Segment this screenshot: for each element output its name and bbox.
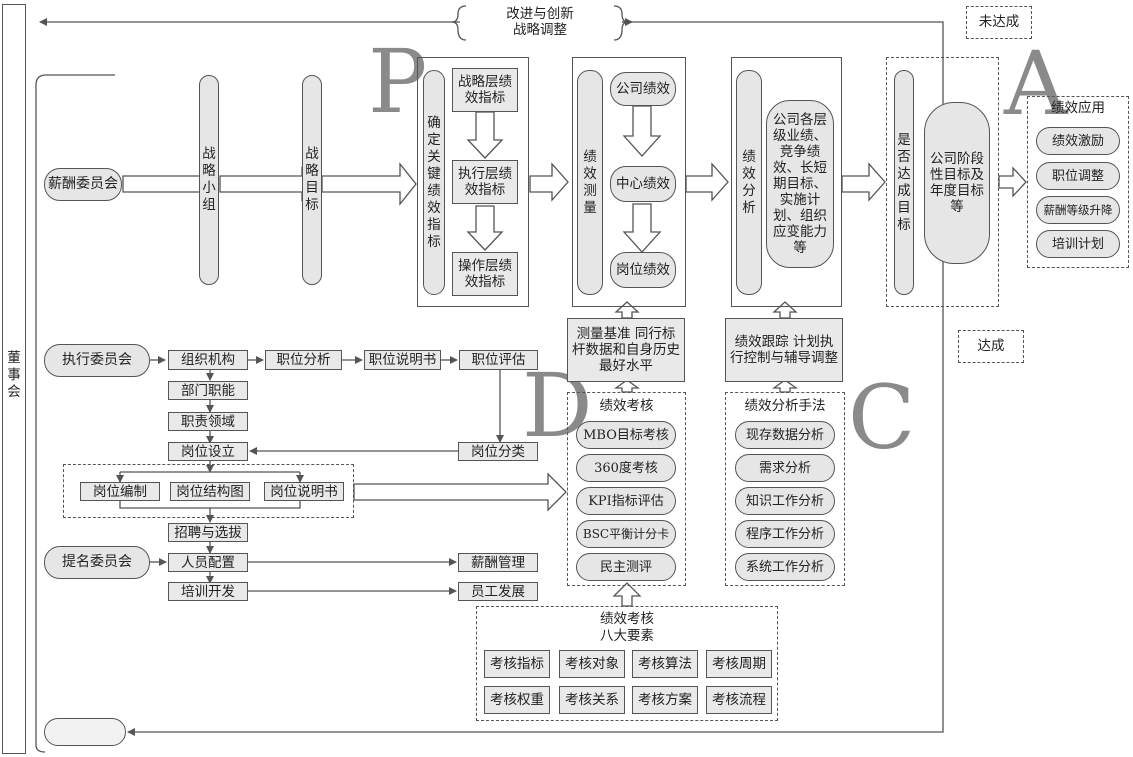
method-process-work[interactable]: 程序工作分析 bbox=[735, 520, 835, 548]
brace-left bbox=[451, 5, 467, 41]
measure-down-arrow-1 bbox=[622, 105, 662, 157]
kpi-operation[interactable]: 操作层绩效指标 bbox=[452, 252, 518, 296]
elements-title: 绩效考核八大要素 bbox=[600, 611, 654, 644]
job-analysis[interactable]: 职位分析 bbox=[265, 350, 342, 370]
duty-area[interactable]: 职责领域 bbox=[168, 412, 248, 431]
assess-bsc[interactable]: BSC平衡计分卡 bbox=[576, 520, 676, 548]
strategy-group[interactable]: 战略小组 bbox=[199, 75, 219, 285]
application-title: 绩效应用 bbox=[1051, 100, 1105, 116]
element-algorithm[interactable]: 考核算法 bbox=[632, 650, 698, 678]
board-label: 董事会 bbox=[7, 349, 21, 400]
compensation-committee[interactable]: 薪酬委员会 bbox=[44, 168, 122, 201]
strategy-goal[interactable]: 战略目标 bbox=[302, 75, 322, 285]
dept-function[interactable]: 部门职能 bbox=[168, 381, 248, 400]
apply-job-adjust[interactable]: 职位调整 bbox=[1036, 162, 1120, 190]
arrow-goal-to-apply bbox=[998, 166, 1027, 198]
assess-up-arrow bbox=[614, 379, 640, 393]
post-chart[interactable]: 岗位结构图 bbox=[170, 482, 250, 501]
kpi-box bbox=[417, 57, 529, 307]
bottom-blank-pill bbox=[44, 718, 126, 746]
not-achieved-box: 未达成 bbox=[966, 6, 1032, 39]
benchmark-box[interactable]: 测量基准 同行标杆数据和自身历史最好水平 bbox=[567, 318, 685, 382]
nomination-committee[interactable]: 提名委员会 bbox=[44, 546, 150, 579]
element-indicator[interactable]: 考核指标 bbox=[484, 650, 550, 678]
arrow-measure-to-analysis bbox=[685, 162, 729, 202]
salary-management[interactable]: 薪酬管理 bbox=[458, 553, 538, 572]
executive-committee[interactable]: 执行委员会 bbox=[44, 344, 150, 377]
method-system-work[interactable]: 系统工作分析 bbox=[735, 553, 835, 581]
assess-kpi[interactable]: KPI指标评估 bbox=[576, 487, 676, 515]
arrow-goal-to-kpi bbox=[321, 162, 417, 206]
analysis-box bbox=[731, 57, 842, 307]
post-classification[interactable]: 岗位分类 bbox=[458, 442, 538, 461]
element-process[interactable]: 考核流程 bbox=[706, 686, 772, 714]
assess-360[interactable]: 360度考核 bbox=[576, 454, 676, 482]
elements-box bbox=[476, 606, 778, 721]
brace-right bbox=[613, 5, 629, 41]
post-description[interactable]: 岗位说明书 bbox=[264, 482, 344, 501]
post-setting[interactable]: 岗位设立 bbox=[168, 442, 248, 461]
recruitment[interactable]: 招聘与选拔 bbox=[168, 523, 248, 542]
apply-incentive[interactable]: 绩效激励 bbox=[1036, 127, 1120, 155]
measure-title: 绩效测量 bbox=[577, 70, 603, 295]
apply-training[interactable]: 培训计划 bbox=[1036, 230, 1120, 258]
goal-check-title: 是否达成目标 bbox=[894, 70, 914, 295]
measure-down-arrow-2 bbox=[622, 203, 662, 253]
element-cycle[interactable]: 考核周期 bbox=[706, 650, 772, 678]
kpi-strategic[interactable]: 战略层绩效指标 bbox=[452, 68, 518, 112]
assess-mbo[interactable]: MBO目标考核 bbox=[576, 421, 676, 449]
analysis-methods-box bbox=[725, 392, 845, 586]
achieved-box: 达成 bbox=[958, 330, 1024, 363]
employee-development[interactable]: 员工发展 bbox=[458, 582, 538, 601]
analysis-methods-title: 绩效分析手法 bbox=[744, 398, 826, 414]
measure-box bbox=[572, 57, 686, 307]
analysis-content[interactable]: 公司各层级业绩、竞争绩效、长短期目标、实施计划、组织应变能力等 bbox=[766, 100, 834, 268]
method-up-arrow bbox=[772, 379, 798, 393]
analysis-title: 绩效分析 bbox=[736, 70, 762, 295]
post-group-box bbox=[63, 464, 354, 518]
feedback-label: 改进与创新战略调整 bbox=[506, 6, 574, 38]
board-bracket bbox=[35, 74, 115, 753]
job-description[interactable]: 职位说明书 bbox=[364, 350, 441, 370]
assessment-title: 绩效考核 bbox=[599, 398, 654, 414]
org-structure[interactable]: 组织机构 bbox=[168, 350, 248, 370]
job-evaluation[interactable]: 职位评估 bbox=[459, 350, 538, 370]
arrow-kpi-to-measure bbox=[529, 162, 569, 202]
goal-check-box bbox=[886, 57, 999, 307]
benchmark-up-arrow bbox=[614, 301, 640, 319]
kpi-execution[interactable]: 执行层绩效指标 bbox=[452, 160, 518, 204]
pdca-c: C bbox=[848, 366, 916, 469]
post-staffing[interactable]: 岗位编制 bbox=[80, 482, 160, 501]
goal-check-content[interactable]: 公司阶段性目标及年度目标等 bbox=[924, 102, 990, 264]
assess-democratic[interactable]: 民主测评 bbox=[576, 553, 676, 581]
element-object[interactable]: 考核对象 bbox=[559, 650, 625, 678]
method-knowledge-work[interactable]: 知识工作分析 bbox=[735, 487, 835, 515]
tracking-up-arrow bbox=[772, 301, 798, 319]
element-weight[interactable]: 考核权重 bbox=[484, 686, 550, 714]
bottom-return-arrow bbox=[127, 307, 944, 736]
post-performance[interactable]: 岗位绩效 bbox=[610, 252, 676, 288]
apply-salary-grade[interactable]: 薪酬等级升降 bbox=[1036, 196, 1120, 224]
kpi-down-arrow-1 bbox=[466, 111, 504, 159]
pdca-a: A bbox=[1004, 32, 1068, 135]
method-existing-data[interactable]: 现存数据分析 bbox=[735, 421, 835, 449]
application-box bbox=[1027, 96, 1129, 268]
center-performance[interactable]: 中心绩效 bbox=[610, 166, 676, 202]
assessment-box bbox=[567, 392, 686, 586]
training-development[interactable]: 培训开发 bbox=[168, 582, 248, 601]
arrow-analysis-to-goal bbox=[841, 162, 886, 202]
company-performance[interactable]: 公司绩效 bbox=[610, 72, 676, 106]
tracking-box[interactable]: 绩效跟踪 计划执行控制与辅导调整 bbox=[725, 318, 843, 382]
element-plan[interactable]: 考核方案 bbox=[632, 686, 698, 714]
board-bar bbox=[2, 4, 26, 754]
elements-up-arrow bbox=[612, 582, 642, 607]
staffing[interactable]: 人员配置 bbox=[168, 553, 248, 572]
arrow-post-to-assessment bbox=[353, 472, 567, 512]
kpi-title: 确定关键绩效指标 bbox=[423, 70, 445, 295]
method-needs[interactable]: 需求分析 bbox=[735, 454, 835, 482]
kpi-down-arrow-2 bbox=[466, 205, 504, 251]
element-relation[interactable]: 考核关系 bbox=[559, 686, 625, 714]
